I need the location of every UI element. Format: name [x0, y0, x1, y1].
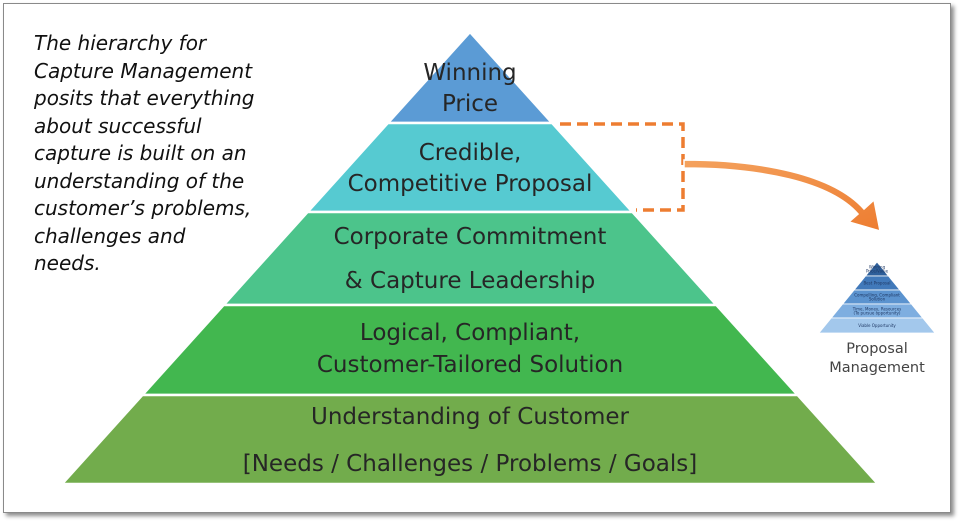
mini-pyramid-level-1-label: Price/Value: [866, 269, 889, 274]
pyramid-level-5-label-line-2: [Needs / Challenges / Problems / Goals]: [243, 451, 698, 477]
pyramid-level-2: [304, 121, 636, 214]
curved-arrow-icon: [683, 159, 881, 233]
pyramid-level-3-label-line-2: & Capture Leadership: [345, 268, 595, 294]
pyramid-level-4: [139, 303, 801, 397]
intro-text: The hierarchy for Capture Management pos…: [34, 31, 255, 275]
pyramid-level-2-label-line-2: Competitive Proposal: [348, 171, 593, 197]
proposal-management-caption: Management: [829, 360, 925, 376]
mini-pyramid-level-2-label: Best Proposal: [863, 281, 890, 286]
mini-pyramid-level-5: [818, 317, 936, 334]
proposal-level-bracket: [560, 122, 685, 212]
pyramid-level-4-label-line-2: Customer-Tailored Solution: [317, 352, 623, 378]
mini-pyramid-level-3-label: Compelling, Compliant: [854, 292, 900, 297]
pyramid-level-1-label-line-1: Winning: [423, 60, 516, 86]
mini-pyramid-level-4-label: (To pursue opportunity): [854, 311, 901, 316]
mini-pyramid-level-5-label: Viable Opportunity: [858, 323, 896, 328]
pyramid-level-3-label-line-1: Corporate Commitment: [334, 224, 607, 250]
proposal-management-caption: Proposal: [846, 341, 908, 357]
pyramid-level-2-label-line-1: Credible,: [419, 140, 522, 166]
mini-pyramid-level-1-label: Winning: [869, 264, 886, 269]
mini-pyramid-level-3-label: Solution: [869, 297, 886, 302]
proposal-callout: [560, 122, 881, 233]
pyramid-level-1-label-line-2: Price: [442, 91, 498, 117]
mini-pyramid-level-4-label: Time, Money, Resources: [852, 306, 902, 311]
pyramid-level-5-label-line-1: Understanding of Customer: [311, 404, 630, 430]
pyramid-level-4-label-line-1: Logical, Compliant,: [360, 320, 580, 346]
pyramid-level-5: [59, 393, 881, 486]
